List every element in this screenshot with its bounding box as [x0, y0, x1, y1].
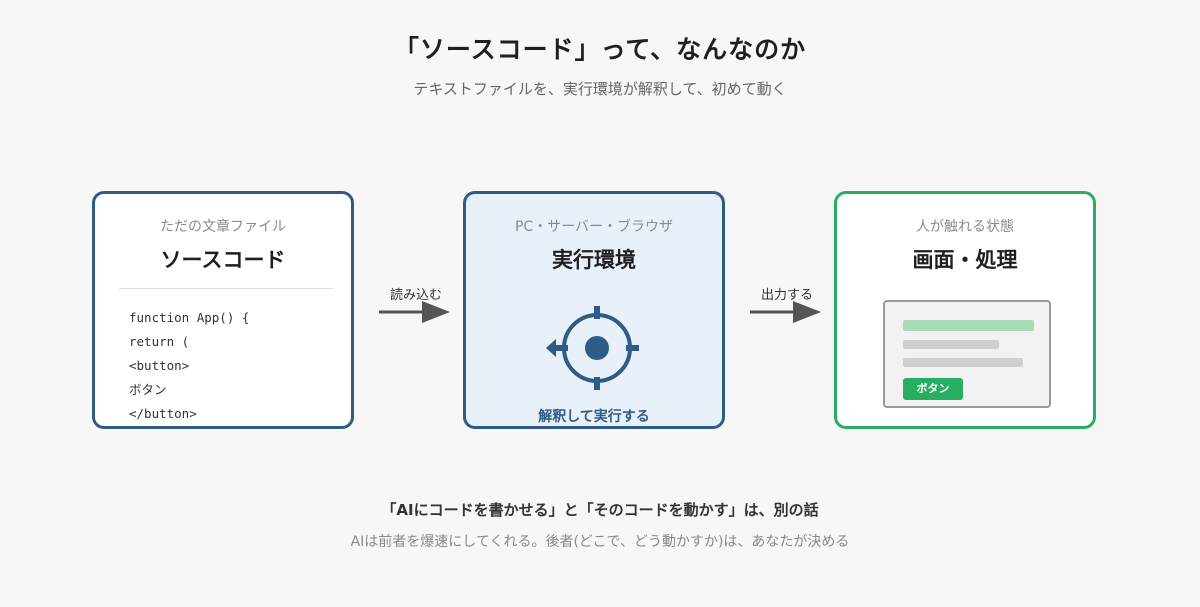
screen-box-title: 画面・処理 — [912, 248, 1018, 272]
output-arrow: 出力する — [747, 282, 827, 338]
source-box-title: ソースコード — [160, 248, 286, 272]
footer-sub-text: AIは前者を爆速にしてくれる。後者(どこで、どう動かすか)は、あなたが決める — [350, 534, 850, 550]
code-line: <button> — [129, 358, 190, 373]
mock-button: ボタン — [903, 378, 963, 400]
runtime-box-title: 実行環境 — [552, 248, 636, 272]
screen-box: 人が触れる状態 画面・処理 ボタン — [834, 191, 1096, 429]
code-line: function App() { — [129, 310, 250, 325]
source-box-divider — [119, 288, 333, 289]
source-box-subtitle: ただの文章ファイル — [160, 219, 286, 235]
code-line: return ( — [129, 334, 190, 349]
footer-main-text: 「AIにコードを書かせる」と「そのコードを動かす」は、別の話 — [381, 501, 819, 519]
screen-box-subtitle: 人が触れる状態 — [916, 219, 1014, 235]
output-arrow-label: 出力する — [760, 288, 813, 303]
runtime-box: PC・サーバー・ブラウザ 実行環境 解釈して実行する — [463, 191, 725, 429]
mock-header-bar — [903, 320, 1034, 331]
page-subtitle: テキストファイルを、実行環境が解釈して、初めて動く — [413, 80, 787, 98]
right-arrow-icon — [379, 301, 450, 323]
read-arrow-label: 読み込む — [389, 288, 442, 303]
mock-text-line — [903, 340, 999, 349]
right-arrow-icon — [750, 301, 821, 323]
source-code-box: ただの文章ファイル ソースコード function App() { return… — [92, 191, 354, 429]
runtime-caption: 解釈して実行する — [538, 409, 650, 425]
mock-text-line — [903, 358, 1023, 367]
code-snippet: function App() { return ( <button> ボタン <… — [129, 306, 249, 426]
read-arrow: 読み込む — [376, 282, 456, 338]
crosshair-icon — [546, 306, 639, 390]
code-line: ボタン — [129, 382, 167, 397]
mock-screen-window: ボタン — [883, 300, 1051, 408]
runtime-box-subtitle: PC・サーバー・ブラウザ — [514, 219, 674, 235]
code-line: </button> — [129, 406, 197, 421]
page-title: 「ソースコード」って、なんなのか — [393, 35, 807, 64]
